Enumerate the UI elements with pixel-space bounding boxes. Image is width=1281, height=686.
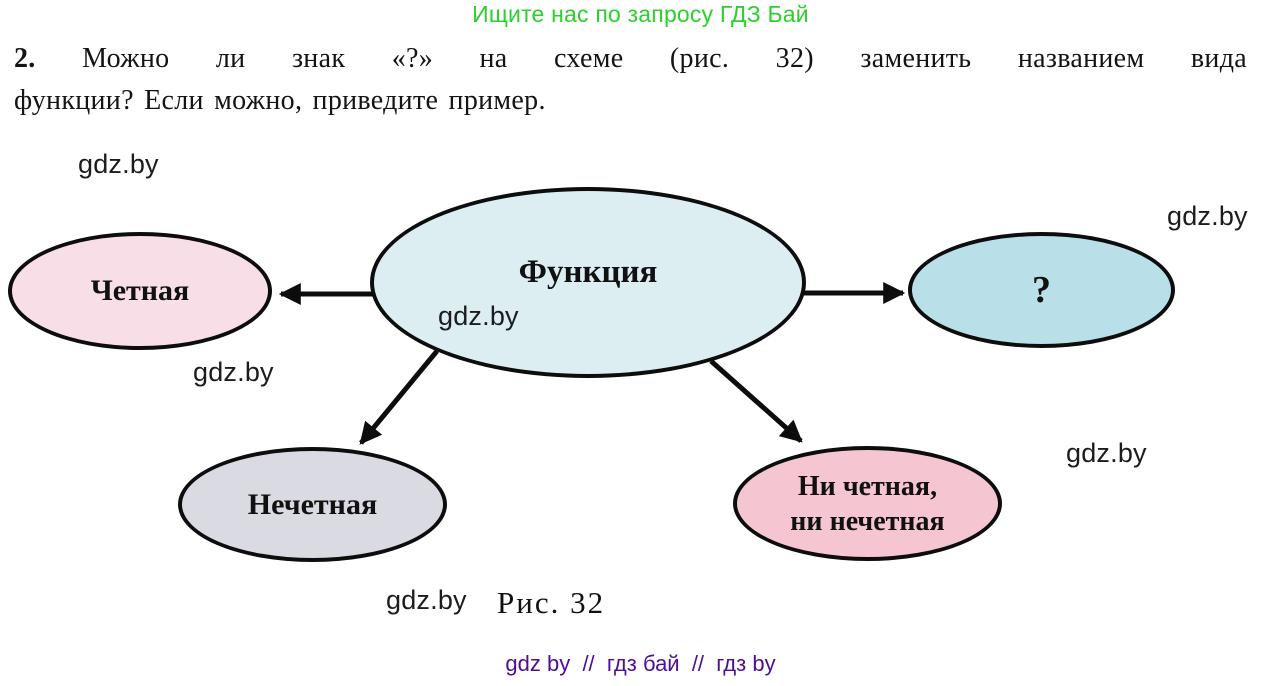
node-neither-line-1: Ни четная, [797, 470, 938, 502]
node-function-label: Функция [518, 254, 658, 290]
arrow-to-odd [359, 349, 439, 445]
watermark-gdz: gdz.by [78, 149, 159, 179]
node-odd: Нечетная [178, 447, 447, 562]
footer-watermark: gdz by // гдз бай // гдз by [505, 651, 776, 676]
watermark-gdz: gdz.by [193, 357, 274, 387]
question-text: 2. Можно ли знак «?» на схеме (рис. 32) … [14, 38, 1247, 122]
question-number: 2. [14, 43, 36, 74]
node-question-mark: ? [908, 232, 1175, 348]
node-question-mark-label: ? [1032, 269, 1051, 311]
node-neither-label: Ни четная, ни нечетная [790, 469, 944, 539]
question-line-2: функции? Если можно, приведите пример. [14, 85, 546, 116]
node-neither-line-2: ни нечетная [790, 505, 945, 537]
node-even: Четная [8, 232, 272, 350]
node-function: Функция [370, 187, 806, 378]
question-line-1-text: Можно ли знак «?» на схеме (рис. 32) зам… [82, 43, 1247, 74]
node-odd-label: Нечетная [247, 487, 378, 521]
promo-banner: Ищите нас по запросу ГДЗ Бай [472, 1, 809, 27]
question-line-1: 2. Можно ли знак «?» на схеме (рис. 32) … [14, 38, 1247, 80]
watermark-gdz: gdz.by [1167, 201, 1248, 231]
figure-caption: Рис. 32 [497, 585, 606, 620]
watermark-gdz: gdz.by [438, 301, 519, 331]
node-neither: Ни четная, ни нечетная [733, 446, 1002, 561]
node-even-label: Четная [90, 274, 190, 307]
watermark-gdz: gdz.by [1066, 438, 1147, 468]
arrow-to-neither [709, 359, 803, 443]
watermark-gdz: gdz.by [386, 585, 467, 615]
